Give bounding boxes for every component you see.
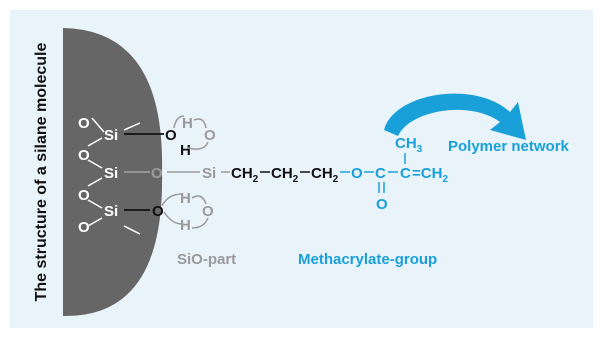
hydroxyl-oxygen-2: O	[152, 203, 164, 220]
sio-part-label: SiO-part	[177, 251, 236, 268]
hydrogen-bond-curves	[161, 115, 209, 229]
hydroxyl-oxygen-1: O	[165, 127, 177, 144]
surface-oxygen-3: O	[78, 187, 90, 204]
carbonyl-double-bond	[378, 182, 385, 193]
surface-bonds	[87, 117, 141, 235]
water-hydrogen-3: H	[180, 217, 191, 234]
methylene-3: CH2	[311, 165, 339, 185]
curved-arrow-icon	[384, 93, 526, 140]
chain-silicon: Si	[202, 165, 216, 182]
carbonyl-oxygen: O	[376, 196, 388, 213]
surface-silicon-3: Si	[104, 203, 118, 220]
surface-silicon-2: Si	[104, 165, 118, 182]
hydroxyl-hydrogen-1: H	[180, 142, 191, 159]
surface-oxygen-2: O	[78, 147, 90, 164]
methacrylate-group-label: Methacrylate-group	[298, 251, 437, 268]
polymer-network-label: Polymer network	[448, 138, 570, 155]
surface-silicon-1: Si	[104, 127, 118, 144]
methylene-1: CH2	[231, 165, 259, 185]
water-oxygen-1: O	[204, 127, 216, 144]
surface-oxygen-4: O	[78, 219, 90, 236]
ester-oxygen: O	[351, 165, 363, 182]
water-hydrogen-2: H	[180, 190, 191, 207]
diagram-title: The structure of a silane molecule	[33, 43, 50, 302]
water-hydrogen-1: H	[182, 115, 193, 132]
surface-oxygen-1: O	[78, 115, 90, 132]
substrate-surface	[63, 28, 163, 317]
carbonyl-carbon: C	[375, 165, 386, 182]
methylene-2: CH2	[271, 165, 299, 185]
alpha-carbon: C	[400, 165, 411, 182]
bridge-oxygen: O	[151, 165, 163, 182]
si-o-bonds	[124, 133, 164, 211]
water-oxygen-2: O	[202, 203, 214, 220]
terminal-methylene: =CH2	[412, 165, 448, 185]
methyl-group: CH3	[395, 135, 423, 155]
